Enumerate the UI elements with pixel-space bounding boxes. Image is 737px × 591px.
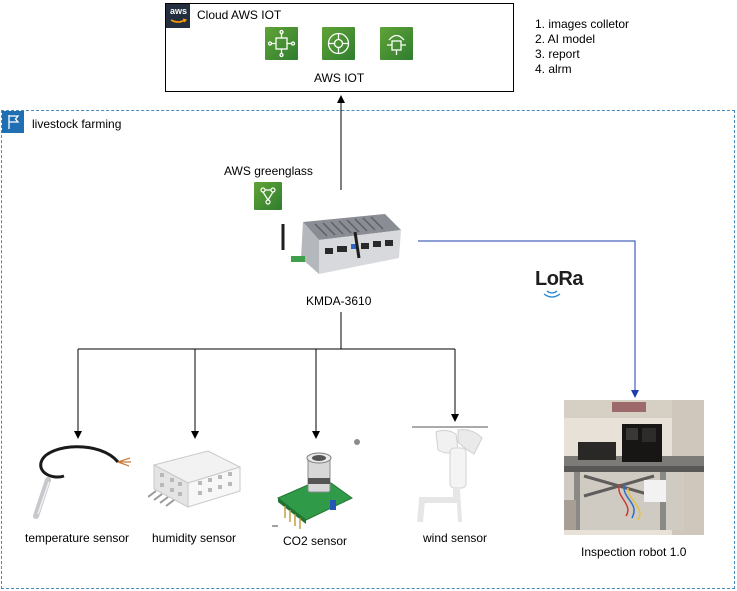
sensor-label-temperature: temperature sensor — [25, 531, 130, 545]
feature-item: 2. AI model — [535, 32, 596, 46]
co2-sensor-icon — [272, 439, 360, 529]
greengrass-label: AWS greenglass — [224, 164, 313, 178]
inspection-robot-photo — [564, 400, 704, 535]
feature-item: 3. report — [535, 47, 580, 61]
sensor-label-wind: wind sensor — [423, 531, 488, 545]
gateway-label: KMDA-3610 — [306, 294, 372, 308]
greengrass-icon — [254, 182, 282, 210]
sensor-label-co2: CO2 sensor — [283, 534, 348, 548]
humidity-sensor-icon — [148, 450, 242, 508]
iot-core-icon — [265, 27, 298, 60]
iot-device-management-icon — [380, 27, 413, 60]
wind-sensor-icon — [412, 426, 488, 523]
feature-item: 1. images colletor — [535, 17, 630, 31]
feature-item: 4. alrm — [535, 62, 572, 76]
sensor-label-humidity: humidity sensor — [152, 531, 237, 545]
livestock-farming-group — [1, 110, 735, 589]
cloud-title: Cloud AWS IOT — [197, 8, 282, 22]
temperature-sensor-icon — [33, 445, 131, 519]
lora-logo-text: LoRa — [535, 268, 584, 290]
farm-title: livestock farming — [32, 117, 122, 131]
gateway-device-icon — [281, 214, 401, 274]
aws-logo-text: aws — [170, 6, 188, 16]
lora-logo-icon: LoRa — [535, 268, 593, 302]
feature-list: 1. images colletor 2. AI model 3. report… — [535, 17, 629, 77]
iot-greengrass-icon — [322, 27, 355, 60]
aws-iot-label: AWS IOT — [314, 71, 365, 85]
wireless-wave-icon — [543, 290, 561, 298]
aws-logo-icon: aws — [166, 4, 190, 28]
aws-smile-icon — [170, 18, 188, 23]
robot-label: Inspection robot 1.0 — [581, 545, 687, 559]
lora-link — [418, 240, 639, 398]
flag-icon — [2, 111, 24, 133]
